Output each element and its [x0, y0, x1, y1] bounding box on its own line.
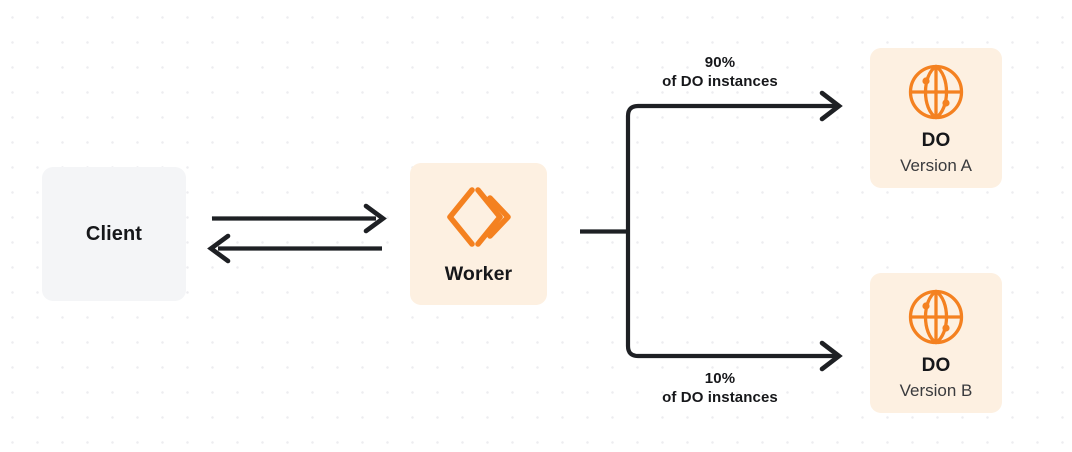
do-a-version-label: Version A: [900, 156, 972, 176]
node-do-version-a: DO Version A: [870, 48, 1002, 188]
do-b-label: DO: [921, 355, 951, 377]
arrow-worker-to-do-b: [819, 340, 843, 372]
do-b-version-label: Version B: [899, 381, 973, 401]
edge-label-do-b-detail: of DO instances: [662, 389, 778, 407]
arrow-worker-to-do-a: [819, 90, 843, 122]
edge-label-do-a-percent: 90%: [704, 54, 736, 71]
edge-label-do-a: 90% of DO instances: [610, 53, 830, 91]
edge-label-do-b: 10% of DO instances: [610, 369, 830, 407]
globe-icon: [905, 284, 967, 356]
client-label: Client: [85, 223, 143, 245]
edge-label-do-a-detail: of DO instances: [662, 73, 778, 91]
edge-label-do-b-percent: 10%: [704, 370, 736, 387]
node-worker: Worker: [410, 163, 547, 305]
do-a-label: DO: [921, 130, 951, 152]
worker-label: Worker: [444, 263, 513, 286]
branch-trunk: [580, 103, 838, 359]
globe-icon: [905, 59, 967, 131]
arrow-worker-to-client: [207, 233, 382, 264]
node-do-version-b: DO Version B: [870, 273, 1002, 413]
arrow-client-to-worker: [212, 203, 387, 234]
cloudflare-workers-chevron-icon: [446, 186, 512, 248]
node-client: Client: [42, 167, 186, 301]
